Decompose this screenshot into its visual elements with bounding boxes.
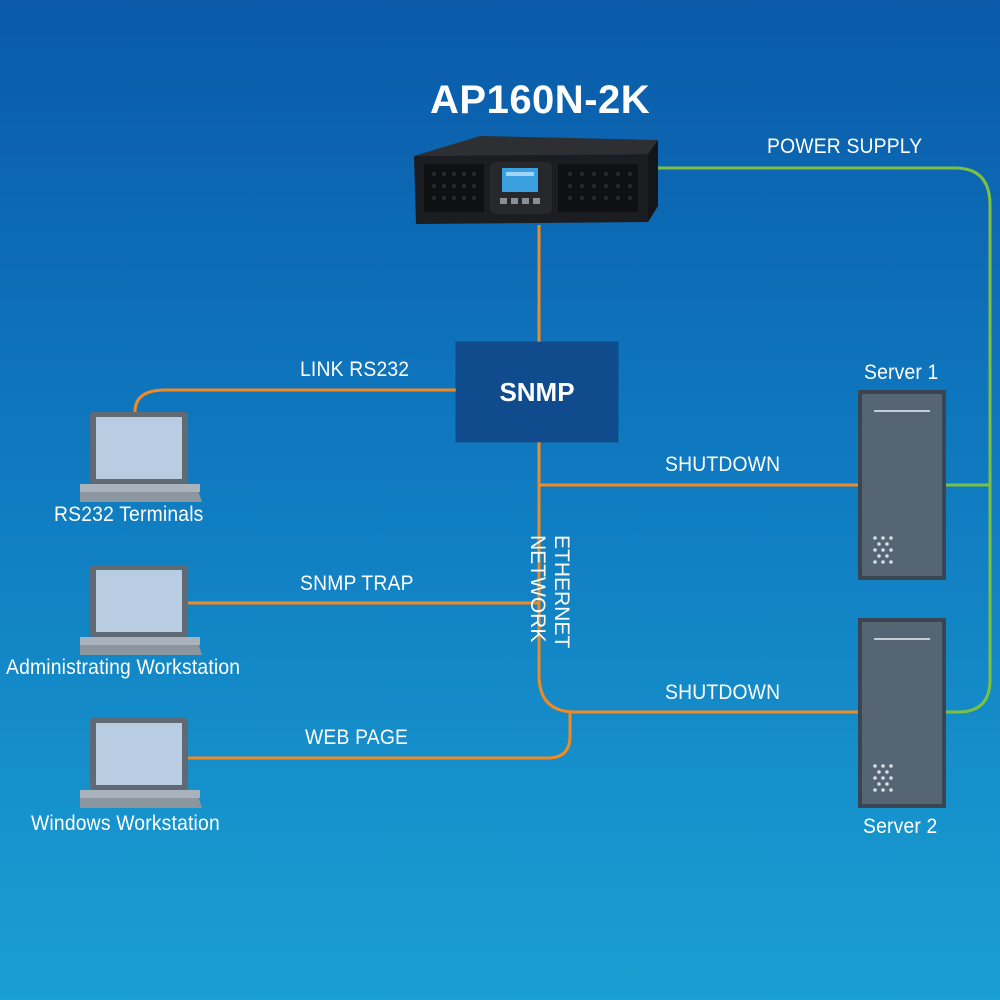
web-page-line [186,712,572,760]
ethernet-label-line1: ETHERNET [550,535,573,649]
admin-workstation-label: Administrating Workstation [6,656,241,679]
server-1-icon [858,390,946,580]
link-rs232-label: LINK RS232 [300,358,410,381]
server-2-label: Server 2 [863,815,938,838]
power-supply-label: POWER SUPPLY [767,135,923,158]
device-title: AP160N-2K [430,78,651,122]
server-1-label: Server 1 [864,361,939,384]
ups-lcd-screen [502,168,538,192]
shutdown-server1-label: SHUTDOWN [665,453,781,476]
rs232-link-line [133,388,456,413]
snmp-label: SNMP [499,376,575,407]
windows-workstation-laptop-icon [80,718,202,808]
shutdown-server2-label: SHUTDOWN [665,681,781,704]
admin-workstation-laptop-icon [80,565,202,655]
rs232-terminals-label: RS232 Terminals [54,503,204,526]
snmp-card: SNMP [456,342,618,442]
windows-workstation-label: Windows Workstation [31,812,220,835]
server-2-icon [858,618,946,808]
power-supply-line [655,166,992,714]
ethernet-trunk-line [537,442,860,714]
ups-device-image [414,136,658,224]
ethernet-label-line2: NETWORK [526,535,549,643]
snmp-trap-label: SNMP TRAP [300,572,414,595]
rs232-terminal-laptop-icon [80,412,202,502]
web-page-label: WEB PAGE [305,726,409,749]
ethernet-network-label: ETHERNET NETWORK [525,535,573,648]
